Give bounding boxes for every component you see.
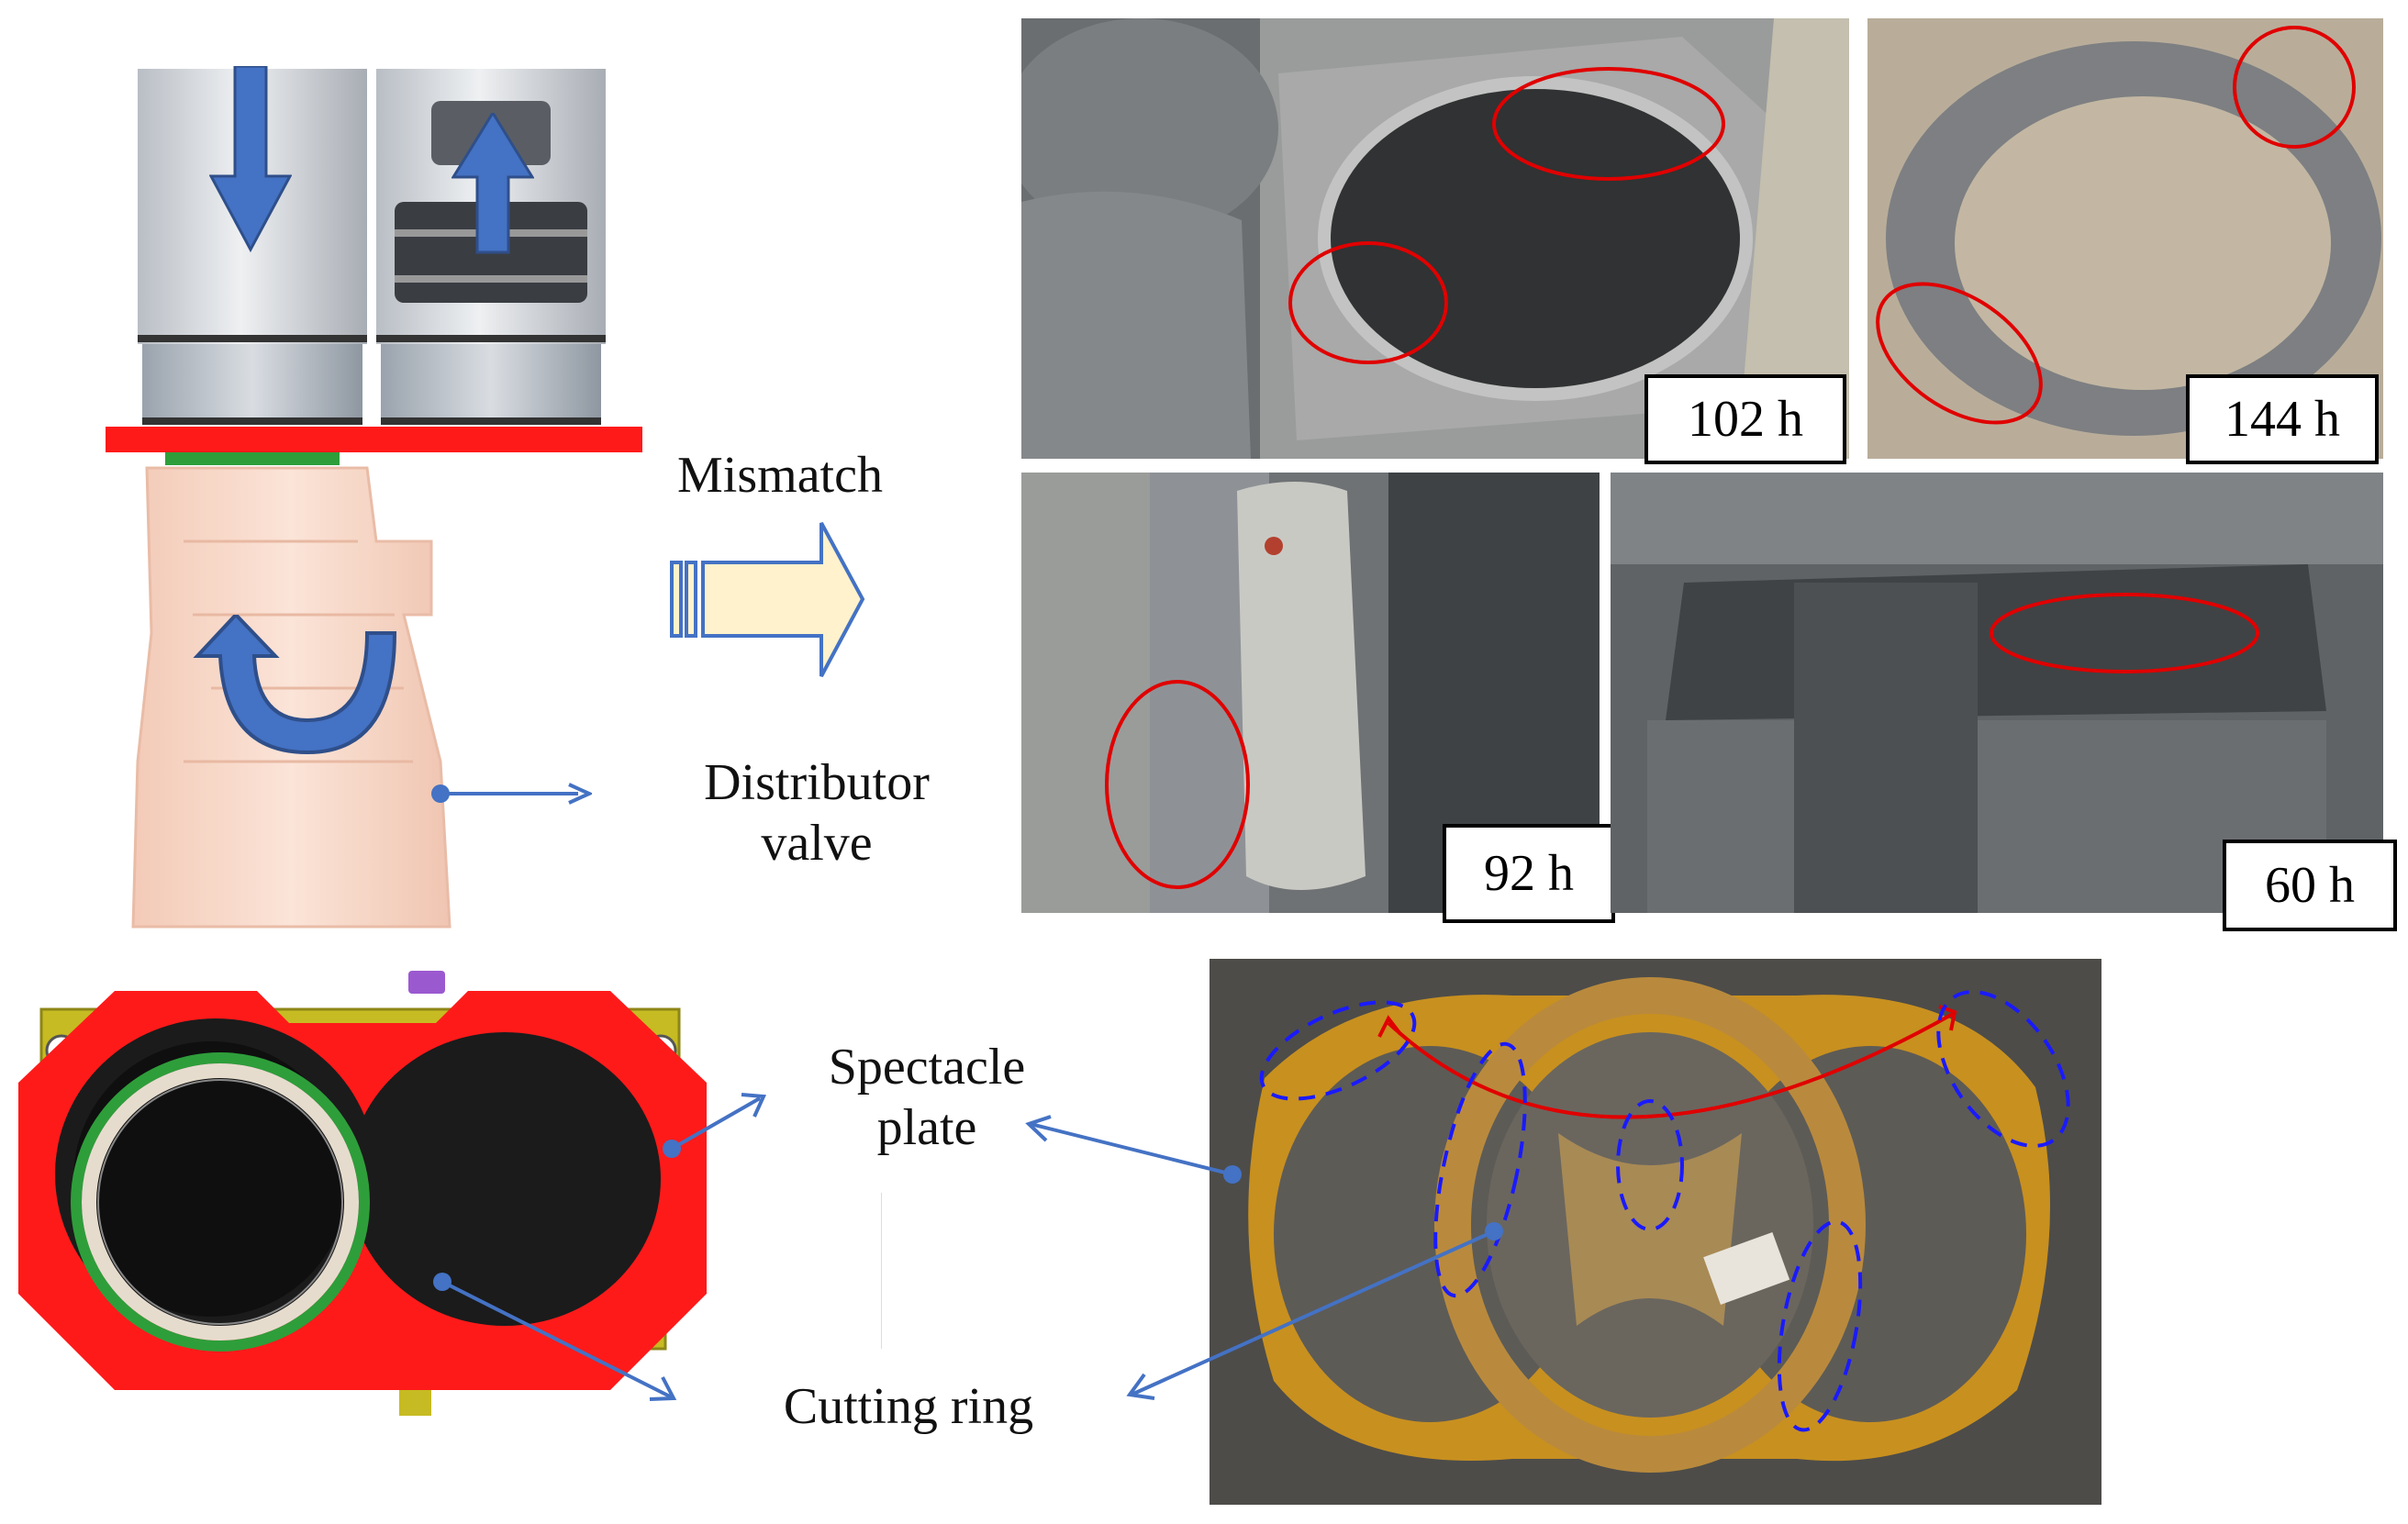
distributor-valve-label-line2: valve	[761, 815, 873, 873]
wear-zone-ellipse	[1936, 990, 2070, 1148]
down-arrow-icon	[209, 66, 292, 254]
mismatch-label: Mismatch	[677, 447, 883, 504]
divider-line	[881, 1193, 882, 1349]
photo-60h-hours: 60 h	[2223, 840, 2397, 931]
photo-cutting-ring-pointer	[1124, 1220, 1505, 1404]
photo-144h-hours: 144 h	[2186, 374, 2379, 464]
wear-zone-ellipse	[1433, 1041, 1527, 1298]
photo-144h	[1867, 18, 2383, 459]
cutting-ring-pointer	[431, 1271, 679, 1404]
wear-highlight-ellipse	[2233, 26, 2356, 149]
wear-highlight-ellipse	[1105, 680, 1250, 889]
spectacle-plate-diagram	[14, 963, 711, 1431]
wear-highlight-ellipse	[1990, 593, 2259, 673]
cutting-ring-label: Cutting ring	[783, 1378, 1034, 1435]
rotation-arrow-icon	[188, 615, 418, 762]
photo-worn-spectacle-plate	[1210, 959, 2101, 1505]
photo-102h	[1021, 18, 1849, 459]
wear-highlight-ellipse	[1492, 67, 1725, 181]
spectacle-plate-pointer	[661, 1087, 771, 1161]
photo-spectacle-plate-pointer	[1023, 1115, 1243, 1202]
distributor-valve-pointer	[431, 780, 592, 807]
spectacle-plate-label: Spectacle plate	[771, 1037, 1083, 1158]
wear-zone-ellipse	[1616, 1099, 1684, 1231]
wear-zone-ellipse	[1259, 1000, 1417, 1101]
up-arrow-icon	[452, 113, 534, 255]
wear-highlight-ellipse	[1876, 282, 2043, 425]
distributor-valve-label-line1: Distributor	[704, 754, 930, 811]
mismatch-arrow-icon	[670, 518, 867, 684]
wear-highlight-ellipse	[1288, 241, 1448, 364]
spectacle-plate-label-line2: plate	[876, 1099, 977, 1157]
wear-zone-ellipse	[1777, 1219, 1863, 1432]
photo-92h-hours: 92 h	[1443, 824, 1615, 923]
photo-102h-hours: 102 h	[1644, 374, 1846, 464]
spectacle-plate-label-line1: Spectacle	[828, 1039, 1026, 1096]
distributor-valve-label: Distributor valve	[652, 752, 982, 873]
